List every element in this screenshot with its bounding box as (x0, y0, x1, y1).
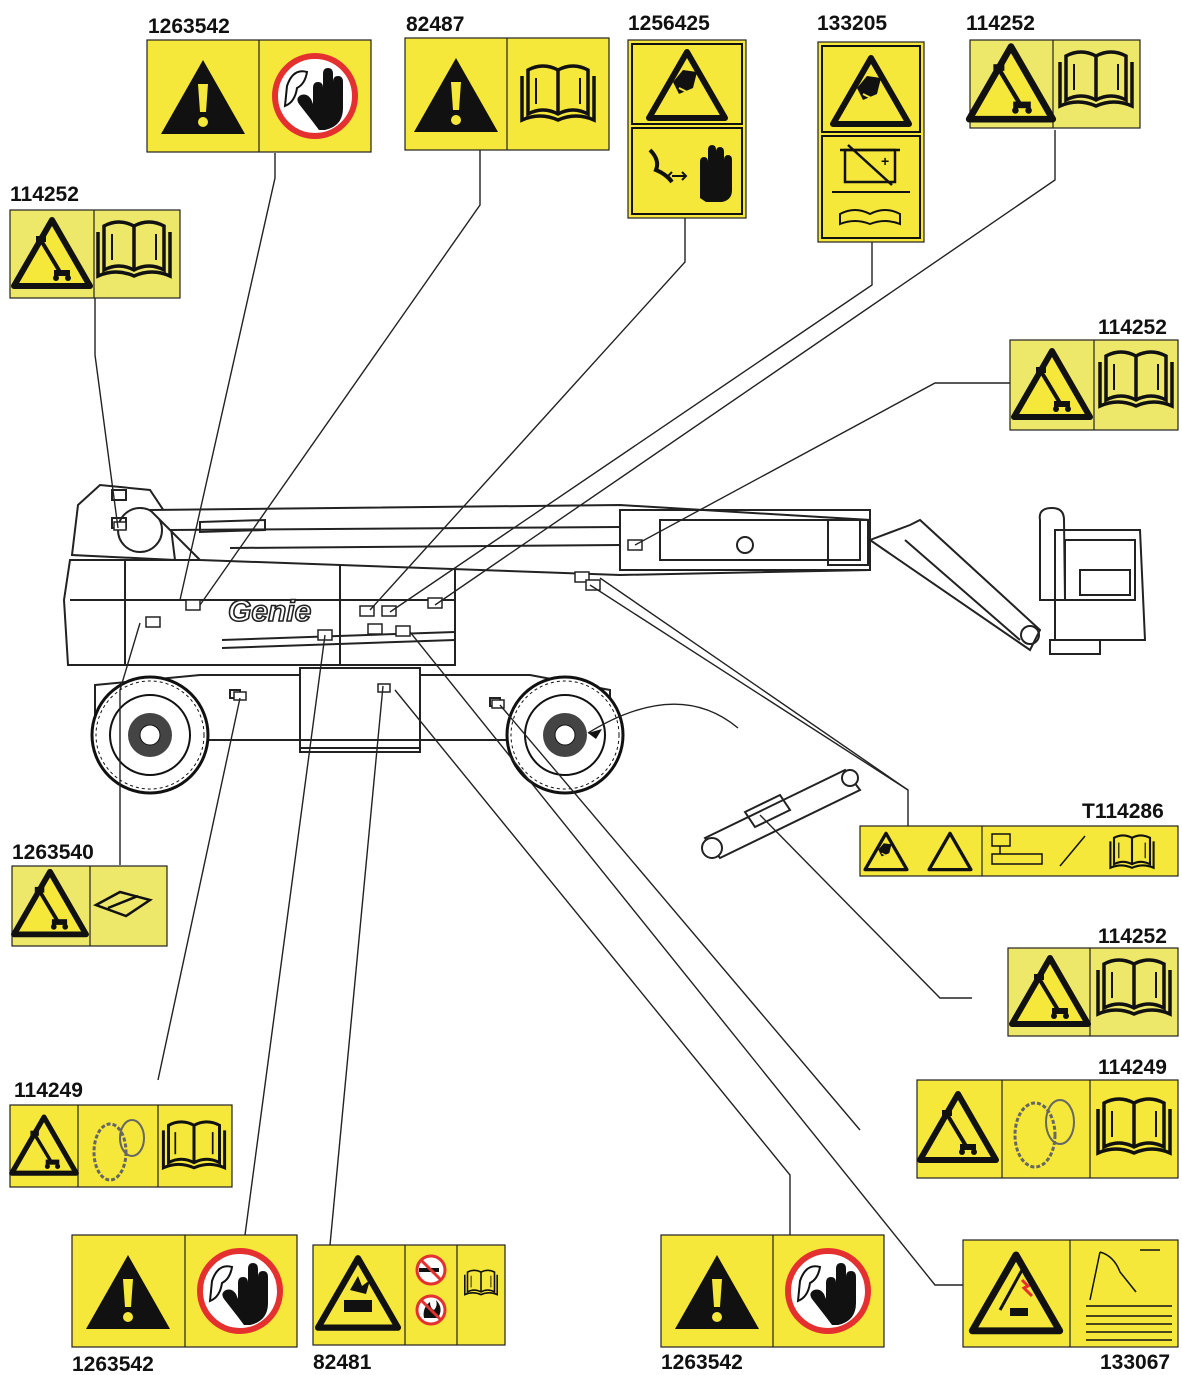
part-number: 82481 (313, 1351, 372, 1374)
lift-cylinder-detail (587, 703, 862, 860)
decal-82487: 82487 (404, 13, 610, 151)
part-number: 133205 (817, 12, 887, 35)
part-number: 1263540 (12, 841, 94, 864)
leader-lines (94, 130, 1056, 1286)
decal-1263542-bottom-left: 1263542 (71, 1234, 298, 1375)
part-number: 1263542 (148, 15, 230, 38)
boom-lift-drawing: Genie (62, 483, 1147, 860)
tire-icon (92, 1119, 145, 1182)
decal-1263542-top: 1263542 (146, 15, 372, 153)
keep-clear-hand-icon (200, 1251, 280, 1331)
left-wheel (90, 675, 210, 795)
keep-clear-hand-icon (788, 1251, 868, 1331)
part-number: 114252 (10, 183, 79, 206)
platform-diagram-icon (991, 833, 1086, 867)
decal-133205: 133205 + (817, 12, 925, 243)
decal-114252-right-lower: 114252 (1007, 925, 1179, 1037)
part-number: 114252 (1098, 925, 1167, 948)
decal-114249-left: 114249 (9, 1079, 233, 1188)
keep-clear-hand-icon (275, 56, 355, 136)
part-number: 133067 (1100, 1351, 1170, 1374)
decal-114252-top-right: 114252 (966, 12, 1141, 129)
part-number: 114249 (14, 1079, 83, 1102)
no-smoking-icon (415, 1254, 447, 1286)
part-number: 1263542 (661, 1351, 743, 1374)
brand-logo: Genie (228, 595, 311, 628)
part-number: 114249 (1098, 1056, 1167, 1079)
svg-text:+: + (881, 153, 889, 169)
part-number: 1256425 (628, 12, 710, 35)
keep-hands-away-icon (648, 145, 732, 202)
part-number: 1263542 (72, 1353, 154, 1375)
clearance-table-icon (1086, 1249, 1172, 1341)
decal-82481: 82481 (312, 1244, 506, 1374)
decal-1263542-bottom-center: 1263542 (660, 1234, 885, 1374)
decal-1263540: 1263540 (11, 841, 168, 947)
manual-wrench-icon (839, 209, 901, 226)
part-number: 82487 (406, 13, 464, 36)
decal-1256425: 1256425 (627, 12, 747, 219)
decal-114249-right: 114249 (916, 1056, 1179, 1179)
electrocution-hazard-icon (972, 1255, 1059, 1331)
part-number: 114252 (966, 12, 1035, 35)
right-wheel (505, 675, 625, 795)
no-flame-icon (415, 1294, 447, 1326)
manual-wrench-icon (92, 890, 153, 918)
decal-114252-left: 114252 (9, 183, 181, 299)
battery-icon: + (832, 144, 910, 193)
decal-T114286: T114286 (859, 800, 1179, 877)
part-number: T114286 (1082, 800, 1164, 823)
decal-114252-mid-right: 114252 (1009, 316, 1179, 431)
tire-icon (1013, 1099, 1075, 1169)
battery-explosion-hazard-icon (318, 1258, 398, 1327)
decal-133067: 133067 (962, 1239, 1179, 1374)
part-number: 114252 (1098, 316, 1167, 339)
